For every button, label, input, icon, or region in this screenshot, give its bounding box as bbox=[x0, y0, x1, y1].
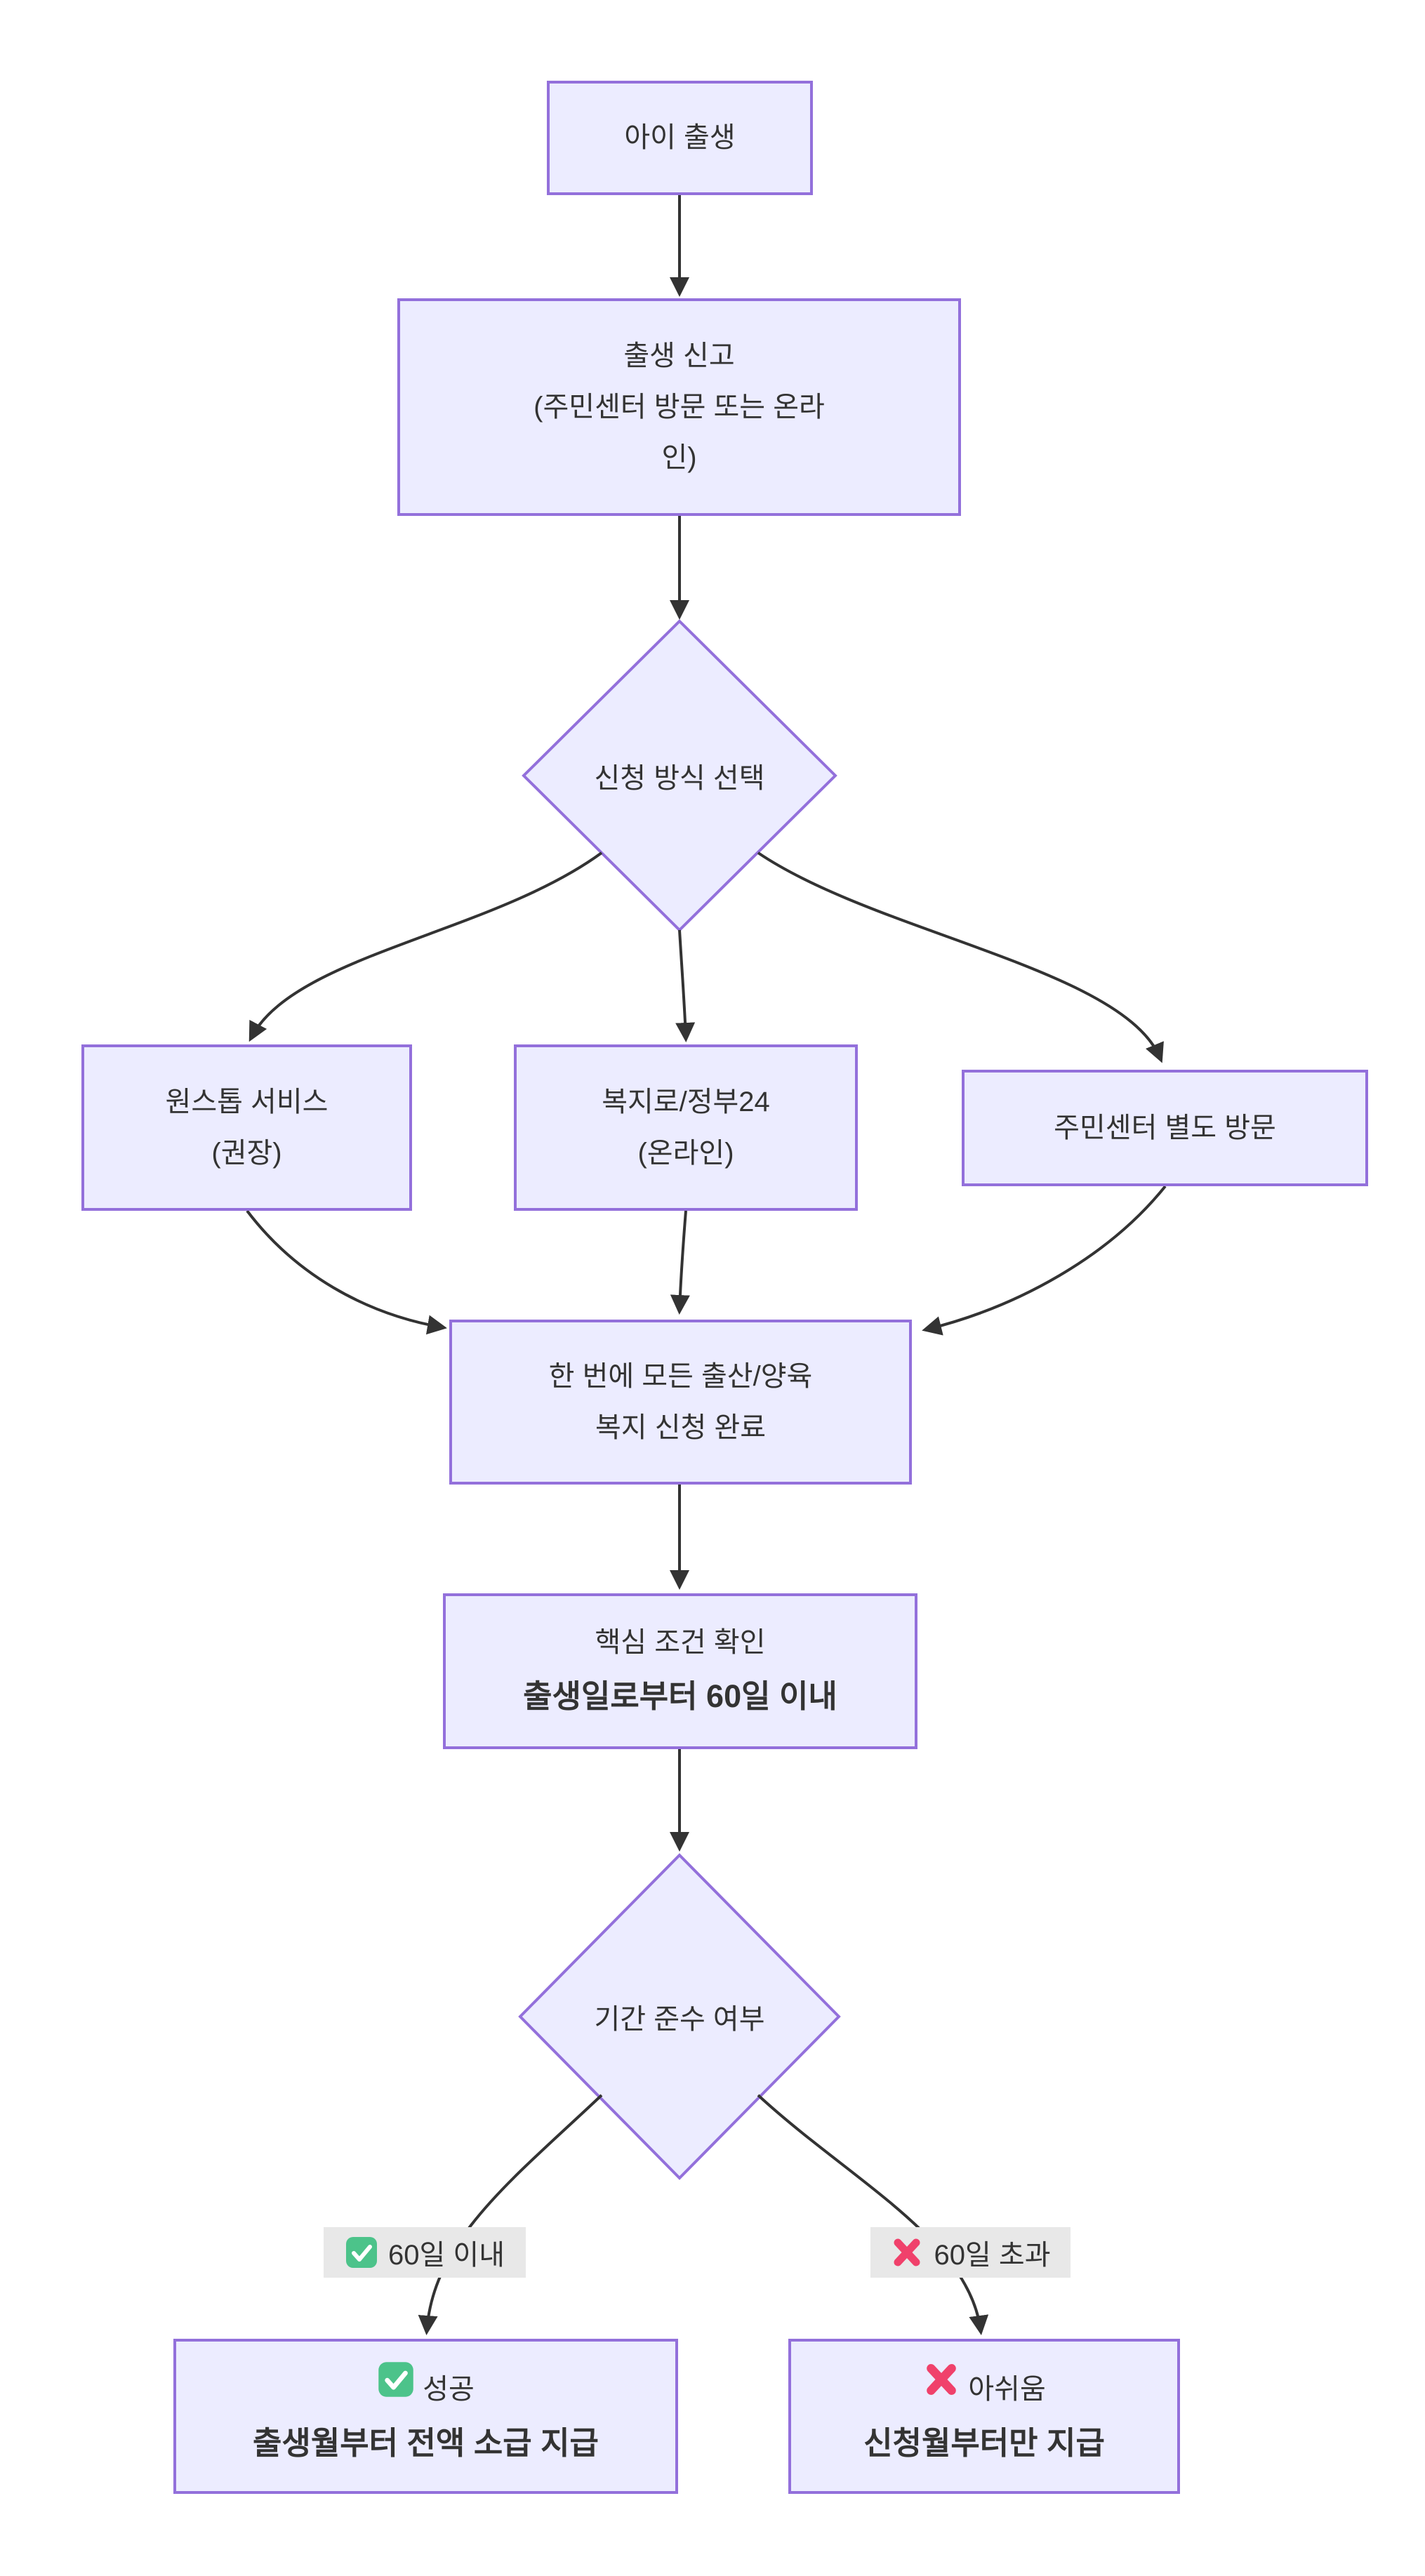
cross-icon bbox=[922, 2361, 960, 2398]
node-online: 복지로/정부24 (온라인) bbox=[514, 1044, 858, 1211]
node-complete-line2: 복지 신청 완료 bbox=[595, 1412, 767, 1443]
deadline-label-text: 기간 준수 여부 bbox=[594, 2004, 765, 2035]
check-icon bbox=[345, 2236, 378, 2269]
node-success-line1: 성공 bbox=[377, 2361, 475, 2415]
node-onestop-line2: (권장) bbox=[211, 1137, 282, 1169]
node-visit-label: 주민센터 별도 방문 bbox=[1054, 1112, 1276, 1143]
edge-label-over-60days: 60일 초과 bbox=[870, 2227, 1071, 2278]
method-label-text: 신청 방식 선택 bbox=[594, 763, 765, 794]
node-condition-line1: 핵심 조건 확인 bbox=[595, 1626, 766, 1658]
edge-method-to-onestop bbox=[248, 851, 603, 1042]
edge-label-within-60days: 60일 이내 bbox=[324, 2227, 526, 2278]
node-deadline-label: 기간 준수 여부 bbox=[520, 1855, 839, 2178]
node-report: 출생 신고 (주민센터 방문 또는 온라 인) bbox=[397, 298, 961, 516]
node-complete: 한 번에 모든 출산/양육 복지 신청 완료 bbox=[449, 1320, 912, 1485]
node-method-label: 신청 방식 선택 bbox=[524, 621, 835, 930]
node-onestop: 원스톱 서비스 (권장) bbox=[81, 1044, 412, 1211]
node-success: 성공 출생월부터 전액 소급 지급 bbox=[173, 2339, 678, 2494]
node-report-line1: 출생 신고 bbox=[623, 340, 735, 371]
node-birth-label: 아이 출생 bbox=[624, 122, 736, 154]
edge-method-to-visit bbox=[757, 851, 1164, 1063]
cross-icon bbox=[890, 2236, 924, 2269]
node-success-title: 성공 bbox=[423, 2373, 475, 2405]
node-report-line3: 인) bbox=[661, 442, 697, 474]
node-success-line2: 출생월부터 전액 소급 지급 bbox=[253, 2425, 599, 2462]
edge-deadline-to-success bbox=[418, 2094, 603, 2335]
edge-online-to-complete bbox=[670, 1210, 690, 1315]
edge-label-within-text: 60일 이내 bbox=[387, 2240, 505, 2271]
node-condition: 핵심 조건 확인 출생일로부터 60일 이내 bbox=[443, 1593, 917, 1749]
node-late: 아쉬움 신청월부터만 지급 bbox=[788, 2339, 1180, 2494]
edge-onestop-to-complete bbox=[246, 1209, 447, 1335]
edge-deadline-to-late bbox=[757, 2094, 989, 2335]
node-late-line1: 아쉬움 bbox=[922, 2361, 1046, 2415]
node-online-line2: (온라인) bbox=[637, 1137, 734, 1169]
node-visit: 주민센터 별도 방문 bbox=[962, 1070, 1368, 1186]
node-report-line2: (주민센터 방문 또는 온라 bbox=[533, 391, 825, 423]
edge-method-to-online bbox=[675, 929, 696, 1042]
node-onestop-line1: 원스톱 서비스 bbox=[165, 1086, 329, 1117]
node-late-title: 아쉬움 bbox=[968, 2373, 1046, 2405]
node-condition-line2: 출생일로부터 60일 이내 bbox=[523, 1678, 837, 1715]
node-online-line1: 복지로/정부24 bbox=[602, 1086, 770, 1117]
edge-label-over-text: 60일 초과 bbox=[934, 2240, 1051, 2271]
check-icon bbox=[377, 2361, 415, 2398]
node-complete-line1: 한 번에 모든 출산/양육 bbox=[548, 1360, 813, 1392]
node-late-line2: 신청월부터만 지급 bbox=[863, 2425, 1105, 2462]
edge-visit-to-complete bbox=[922, 1185, 1167, 1336]
node-birth: 아이 출생 bbox=[547, 81, 813, 195]
